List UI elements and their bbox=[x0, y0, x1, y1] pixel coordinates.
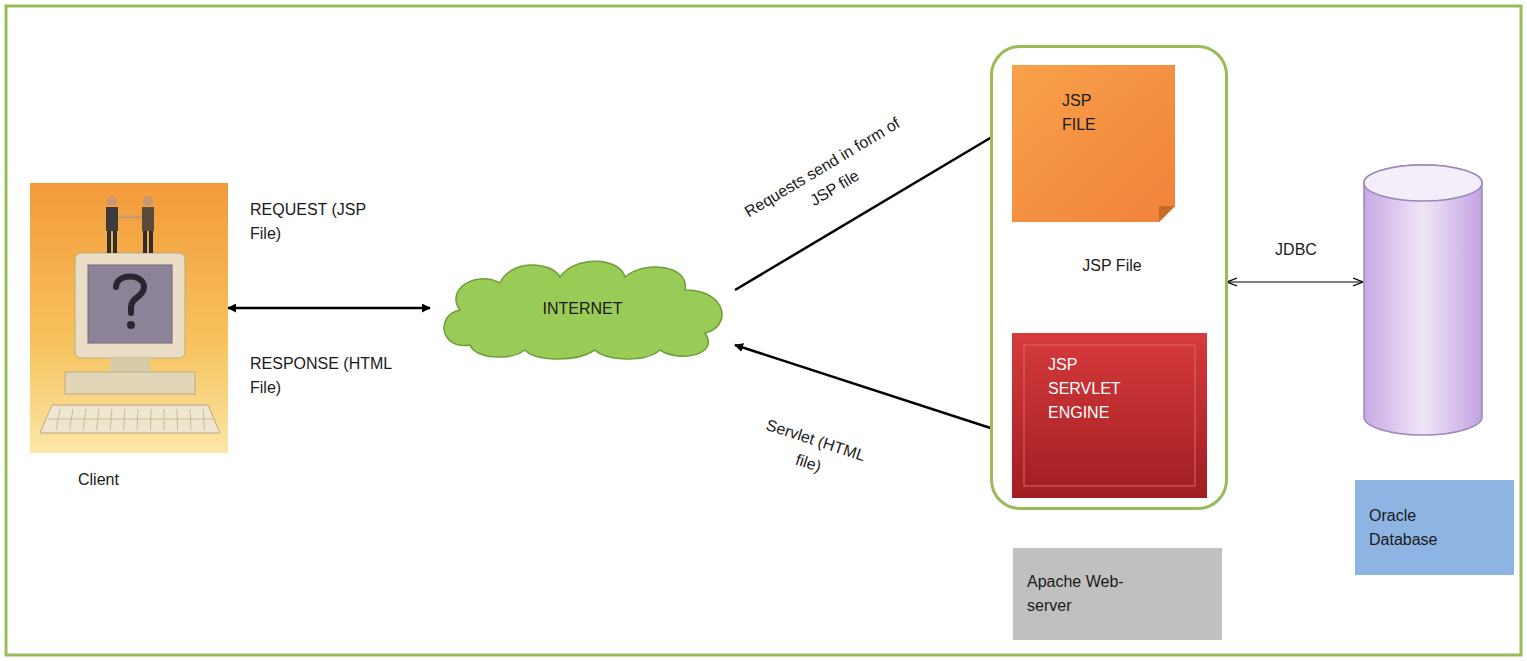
request-response-arrow bbox=[228, 307, 430, 310]
edge-label: JSP File bbox=[1067, 254, 1157, 278]
web-server-container: Apache Web-serverJSP FILEJSP SERVLET ENG… bbox=[990, 45, 1228, 510]
request-label: REQUEST (JSP File) bbox=[250, 198, 390, 246]
edge-label: Requests send in form of JSP file bbox=[736, 110, 919, 246]
response-label: RESPONSE (HTML File) bbox=[250, 352, 400, 400]
client-computer: Client bbox=[30, 183, 228, 453]
file-shape bbox=[1012, 65, 1175, 222]
file-label: JSP FILE bbox=[1062, 89, 1112, 137]
engine-shape bbox=[1012, 333, 1207, 498]
client-illustration bbox=[30, 183, 228, 453]
cylinder-shape bbox=[1362, 163, 1484, 437]
jdbc-connector bbox=[1228, 282, 1362, 283]
database-label-box: Oracle Database bbox=[1355, 480, 1514, 575]
jsp-file-box: JSP FILE bbox=[1012, 65, 1175, 222]
servlet-engine-box: JSP SERVLET ENGINE bbox=[1012, 333, 1207, 498]
server-label-box: Apache Web-server bbox=[1013, 548, 1222, 640]
frame-border bbox=[6, 6, 1521, 655]
server-label: Apache Web-server bbox=[1027, 570, 1137, 618]
edge-label: JDBC bbox=[1266, 238, 1326, 262]
engine-label: JSP SERVLET ENGINE bbox=[1048, 353, 1138, 425]
client-label: Client bbox=[78, 468, 119, 492]
edge-label: Servlet (HTML file) bbox=[752, 412, 871, 492]
internet-cloud: INTERNET bbox=[430, 255, 735, 363]
client-label-holder: Client bbox=[78, 468, 119, 492]
cloud-label: INTERNET bbox=[543, 297, 623, 321]
oracle-database: Oracle Database bbox=[1362, 163, 1484, 437]
database-label: Oracle Database bbox=[1369, 504, 1459, 552]
